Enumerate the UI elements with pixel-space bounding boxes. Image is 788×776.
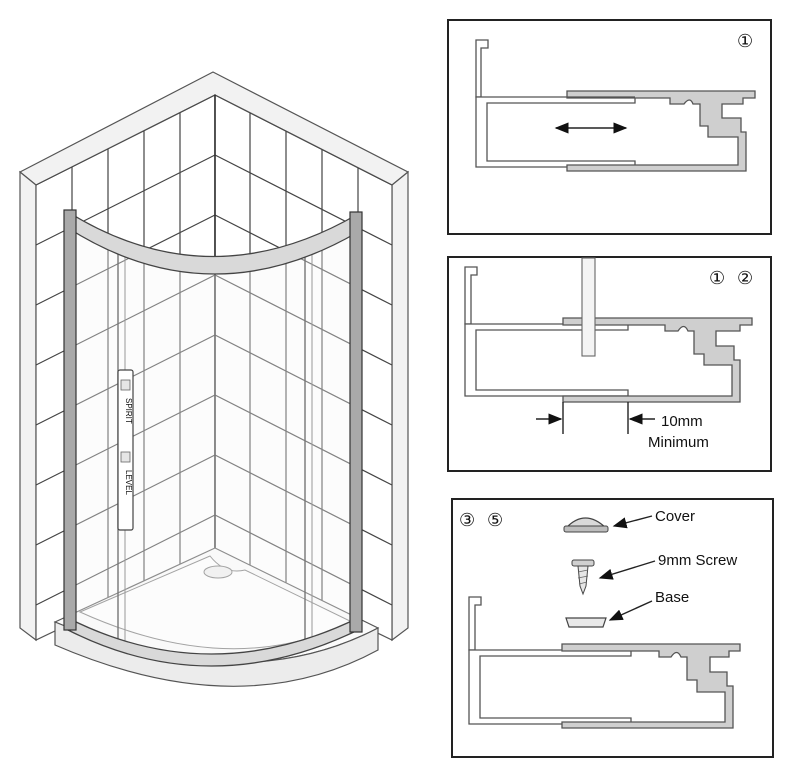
spirit-level-text-upper: SPIRIT	[124, 398, 133, 424]
tray-waste	[203, 565, 233, 579]
shower-enclosure-illustration: SPIRIT LEVEL	[18, 71, 410, 687]
panel-1-step-number: ①	[737, 31, 753, 52]
panel-3-step-number-b: ⑤	[487, 510, 503, 531]
panel-2-step-number-a: ①	[709, 268, 725, 289]
wall-channel	[468, 649, 632, 725]
sliding-profile	[561, 643, 741, 729]
left-wall-profile	[63, 209, 77, 631]
drill-bit	[581, 257, 596, 357]
panel-2-profile	[464, 257, 753, 403]
sliding-profile	[562, 317, 753, 403]
cover-cap	[563, 517, 609, 533]
panel-3-step-number-a: ③	[459, 510, 475, 531]
spirit-level-text-lower: LEVEL	[124, 470, 133, 495]
glass-panels	[70, 215, 355, 655]
wall-channel	[464, 323, 629, 397]
base-pointer-arrow	[608, 600, 653, 621]
panel-1-profile	[475, 39, 756, 172]
measure-note: Minimum	[648, 434, 709, 451]
wall-channel	[475, 96, 636, 168]
base-label: Base	[655, 589, 689, 606]
cover-label: Cover	[655, 508, 695, 525]
right-wall-profile	[349, 211, 363, 633]
panel-step-3: ③ ⑤ Cover 9mm Screw Base	[451, 498, 774, 758]
panel-step-1: ①	[447, 19, 772, 235]
spirit-level: SPIRIT LEVEL	[117, 369, 134, 531]
right-wall-edge	[391, 170, 409, 642]
measure-value: 10mm	[661, 413, 703, 430]
panel-3-profile	[468, 596, 741, 729]
sliding-profile	[566, 90, 756, 172]
screw-pointer-arrow	[598, 560, 656, 580]
left-wall-edge	[19, 170, 37, 642]
panel-2-step-number-b: ②	[737, 268, 753, 289]
panel-step-2: ① ② 10mm Minimum	[447, 256, 772, 472]
base-plate	[565, 617, 607, 628]
cover-pointer-arrow	[612, 515, 653, 529]
screw-label: 9mm Screw	[658, 552, 737, 569]
screw	[571, 559, 595, 596]
panel-3-frame	[451, 498, 774, 758]
